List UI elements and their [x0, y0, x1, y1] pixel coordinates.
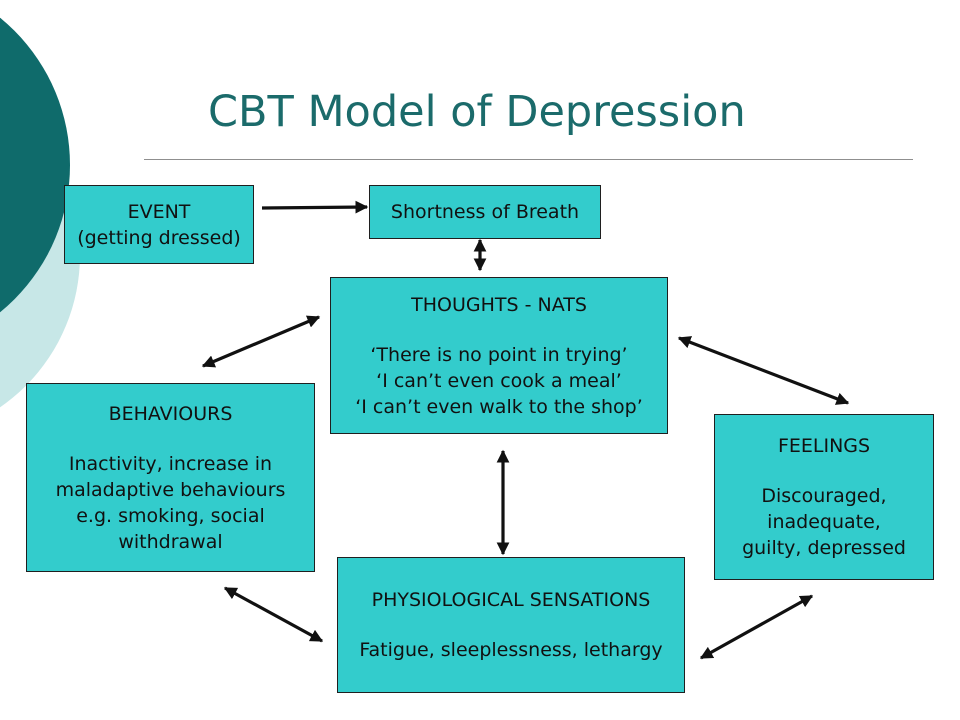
thought-item: ‘I can’t even walk to the shop’: [355, 395, 643, 418]
thoughts-heading: THOUGHTS - NATS: [411, 293, 587, 316]
behaviours-line: Inactivity, increase in: [68, 452, 273, 475]
feelings-line: Discouraged,: [761, 485, 887, 507]
thought-item: ‘I can’t even cook a meal’: [376, 369, 622, 392]
thought-item: ‘There is no point in trying’: [370, 343, 628, 366]
event-detail: (getting dressed): [77, 226, 241, 249]
page-title: CBT Model of Depression: [208, 87, 746, 137]
feelings-box: FEELINGS Discouraged, inadequate, guilty…: [714, 414, 934, 580]
thoughts-box: THOUGHTS - NATS ‘There is no point in tr…: [330, 277, 668, 434]
physiological-heading: PHYSIOLOGICAL SENSATIONS: [371, 589, 651, 611]
trigger-label: Shortness of Breath: [390, 201, 580, 223]
behaviours-heading: BEHAVIOURS: [108, 402, 233, 425]
decor-dark-circle: [0, 17, 70, 313]
feelings-heading: FEELINGS: [777, 435, 871, 457]
feelings-line: guilty, depressed: [742, 537, 906, 559]
event-box: EVENT (getting dressed): [64, 185, 254, 264]
feelings-line: inadequate,: [767, 511, 881, 533]
behaviours-line: e.g. smoking, social: [76, 504, 265, 527]
behaviours-box: BEHAVIOURS Inactivity, increase in malad…: [26, 383, 315, 572]
trigger-box: Shortness of Breath: [369, 185, 601, 239]
event-heading: EVENT: [127, 200, 191, 223]
physiological-detail: Fatigue, sleeplessness, lethargy: [359, 639, 663, 661]
title-divider: [144, 159, 913, 160]
behaviours-line: maladaptive behaviours: [55, 478, 286, 501]
physiological-box: PHYSIOLOGICAL SENSATIONS Fatigue, sleepl…: [337, 557, 685, 693]
behaviours-line: withdrawal: [118, 530, 223, 553]
